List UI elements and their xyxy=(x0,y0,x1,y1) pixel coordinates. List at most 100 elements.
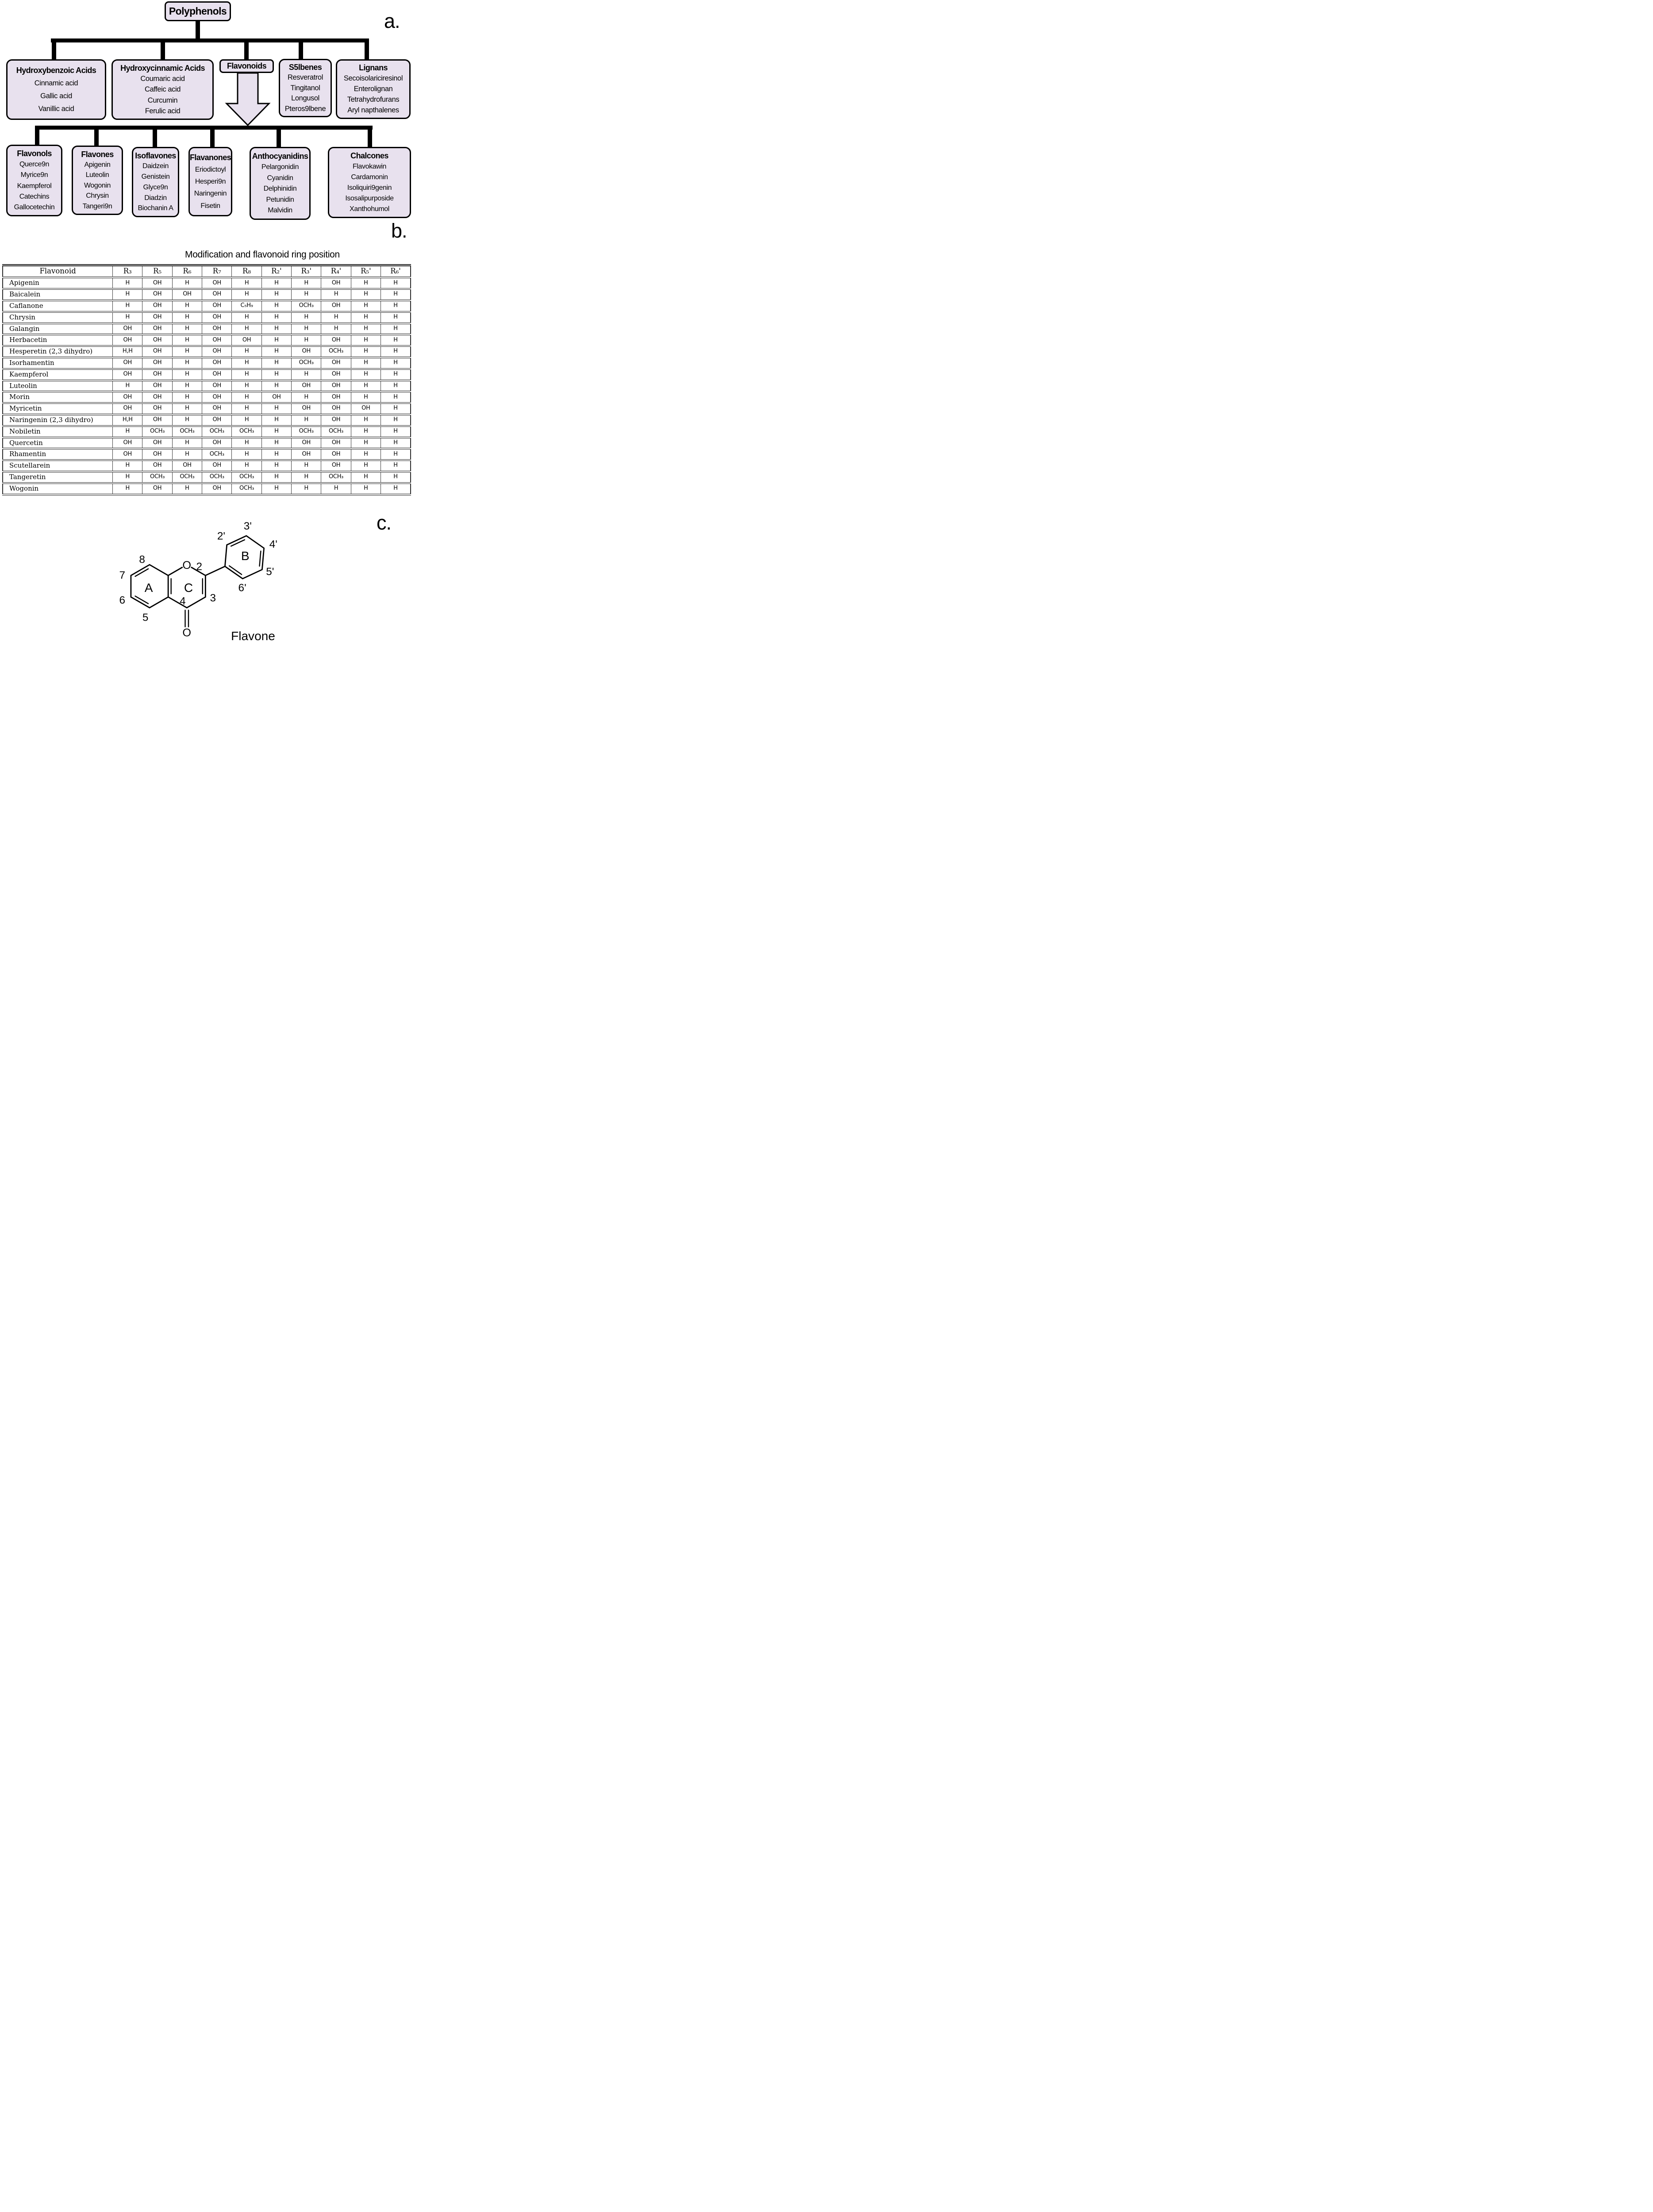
box-item: Catechins xyxy=(19,192,50,200)
substituent-cell: H xyxy=(261,437,292,449)
substituent-cell: H xyxy=(381,449,411,461)
column-header-r: R₆' xyxy=(381,265,411,278)
flavonoid-name-cell: Kaempferol xyxy=(9,370,49,378)
connector-stub-anthocyanidins xyxy=(277,129,281,147)
flavone-structure: 8 7 6 5 O 2 3 4 O 2' 3' 4' 5' 6' A C B F… xyxy=(119,520,277,643)
box-item: Petunidin xyxy=(266,196,294,204)
flavonoid-name-cell: Galangin xyxy=(9,324,40,333)
table-title: Modification and flavonoid ring position xyxy=(185,250,340,260)
substituent-cell: H xyxy=(112,300,142,312)
substituent-cell: OH xyxy=(321,415,351,426)
substituent-cell: H xyxy=(381,277,411,289)
substituent-cell: H xyxy=(172,334,202,346)
substituent-cell: H xyxy=(350,472,381,483)
double-bonds xyxy=(135,539,261,628)
ring-label-b: B xyxy=(241,549,250,563)
substituent-cell: OH xyxy=(142,323,173,335)
substituent-cell: OH xyxy=(350,403,381,415)
substituent-cell: OCH₃ xyxy=(142,472,173,483)
substituent-cell: H xyxy=(381,392,411,403)
substituent-cell: OH xyxy=(321,334,351,346)
substituent-cell: H xyxy=(231,437,262,449)
molecule-name: Flavone xyxy=(231,629,275,643)
box-item: Hesperi9n xyxy=(195,177,226,185)
box-title: Chalcones xyxy=(350,151,388,161)
substituent-cell: H xyxy=(172,380,202,392)
substituent-cell: OCH₃ xyxy=(291,357,321,369)
box-item: Isoliquiri9genin xyxy=(347,184,392,192)
substituent-cell: H xyxy=(381,357,411,369)
flavonoid-name-cell: Herbacetin xyxy=(9,336,47,344)
substituent-cell: H xyxy=(172,357,202,369)
substituent-cell: OH xyxy=(172,289,202,301)
substituent-cell: H xyxy=(231,392,262,403)
column-header-r: R₇ xyxy=(202,265,232,278)
substituent-cell: H xyxy=(291,392,321,403)
substituent-cell: OH xyxy=(321,357,351,369)
flavonoid-name-cell: Quercetin xyxy=(9,438,43,447)
substituent-cell: OH xyxy=(321,369,351,380)
substituent-cell: H xyxy=(291,483,321,495)
substituent-cell: OCH₃ xyxy=(291,426,321,438)
substituent-cell: OH xyxy=(112,392,142,403)
substituent-cell: OCH₃ xyxy=(202,449,232,461)
box-item: Coumaric acid xyxy=(140,75,185,83)
substituent-cell: H xyxy=(350,334,381,346)
connector-stub-flavones xyxy=(94,129,99,146)
box-item: Isosalipurposide xyxy=(345,194,394,202)
substituent-cell: OH xyxy=(291,449,321,461)
connector-second-bar xyxy=(35,126,373,130)
box-item: Querce9n xyxy=(19,161,50,169)
substituent-cell: H xyxy=(381,437,411,449)
substituent-cell: H xyxy=(172,346,202,358)
substituent-cell: H xyxy=(172,403,202,415)
box-title: Hydroxybenzoic Acids xyxy=(16,65,96,75)
substituent-cell: H xyxy=(381,334,411,346)
substituent-cell: OCH₃ xyxy=(291,300,321,312)
substituent-cell: H xyxy=(261,323,292,335)
substituent-cell: H xyxy=(261,483,292,495)
substituent-cell: OH xyxy=(202,289,232,301)
substituent-cell: H xyxy=(381,483,411,495)
substituent-cell: H xyxy=(381,311,411,323)
substituent-cell: OH xyxy=(142,277,173,289)
substituent-cell: OH xyxy=(202,311,232,323)
column-header-r: R₂' xyxy=(261,265,292,278)
substituent-cell: H xyxy=(350,323,381,335)
substituent-cell: OCH₃ xyxy=(202,472,232,483)
substituent-cell: H xyxy=(172,392,202,403)
substituent-cell: OCH₃ xyxy=(202,426,232,438)
panel-label-b: b. xyxy=(391,219,407,242)
substituent-cell: H xyxy=(350,300,381,312)
substituent-cell: OH xyxy=(202,380,232,392)
substituent-cell: OH xyxy=(321,380,351,392)
atom-label-7: 7 xyxy=(119,569,125,581)
substituent-cell: H xyxy=(381,415,411,426)
substituent-cell: OH xyxy=(202,300,232,312)
flavonoid-name-cell: Luteolin xyxy=(9,381,37,390)
box-item: Naringenin xyxy=(194,190,227,198)
substituent-cell: OCH₃ xyxy=(321,346,351,358)
substituent-cell: OCH₃ xyxy=(231,483,262,495)
substituent-cell: H xyxy=(112,483,142,495)
substituent-cell: OH xyxy=(291,403,321,415)
connector-stub-flavonoids xyxy=(244,42,249,60)
substituent-cell: OH xyxy=(142,357,173,369)
substituent-cell: OH xyxy=(142,483,173,495)
substituent-cell: H xyxy=(350,357,381,369)
substituent-cell: H xyxy=(350,346,381,358)
substituent-cell: OH xyxy=(321,449,351,461)
substituent-cell: H xyxy=(261,311,292,323)
substituent-cell: H xyxy=(321,289,351,301)
column-header-r: R₅ xyxy=(142,265,173,278)
box-item: Aryl napthalenes xyxy=(347,106,399,115)
atom-label-2: 2 xyxy=(196,561,203,573)
